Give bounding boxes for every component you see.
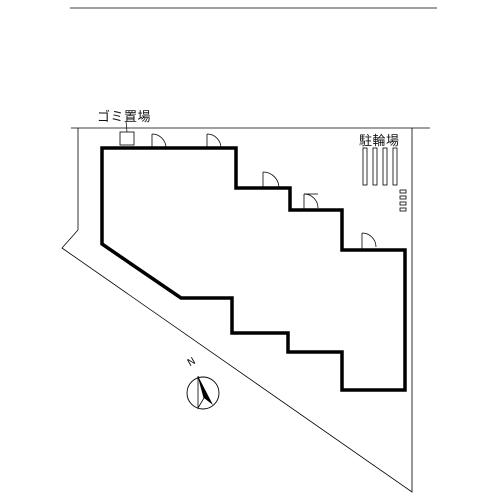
building-outline	[100, 146, 407, 392]
garbage-leader-line	[125, 120, 128, 133]
door-4	[303, 193, 319, 210]
door-3	[262, 171, 280, 189]
site-boundary	[61, 128, 413, 493]
door-2	[206, 133, 222, 149]
bicycle-stalls	[362, 147, 407, 212]
bicycle-parking-label: 駐輪場	[359, 134, 400, 149]
garbage-area-box	[119, 131, 135, 146]
door-1	[151, 133, 167, 149]
garbage-area-label: ゴミ置場	[97, 110, 152, 125]
door-5	[361, 232, 377, 250]
north-arrow-icon	[186, 375, 220, 410]
